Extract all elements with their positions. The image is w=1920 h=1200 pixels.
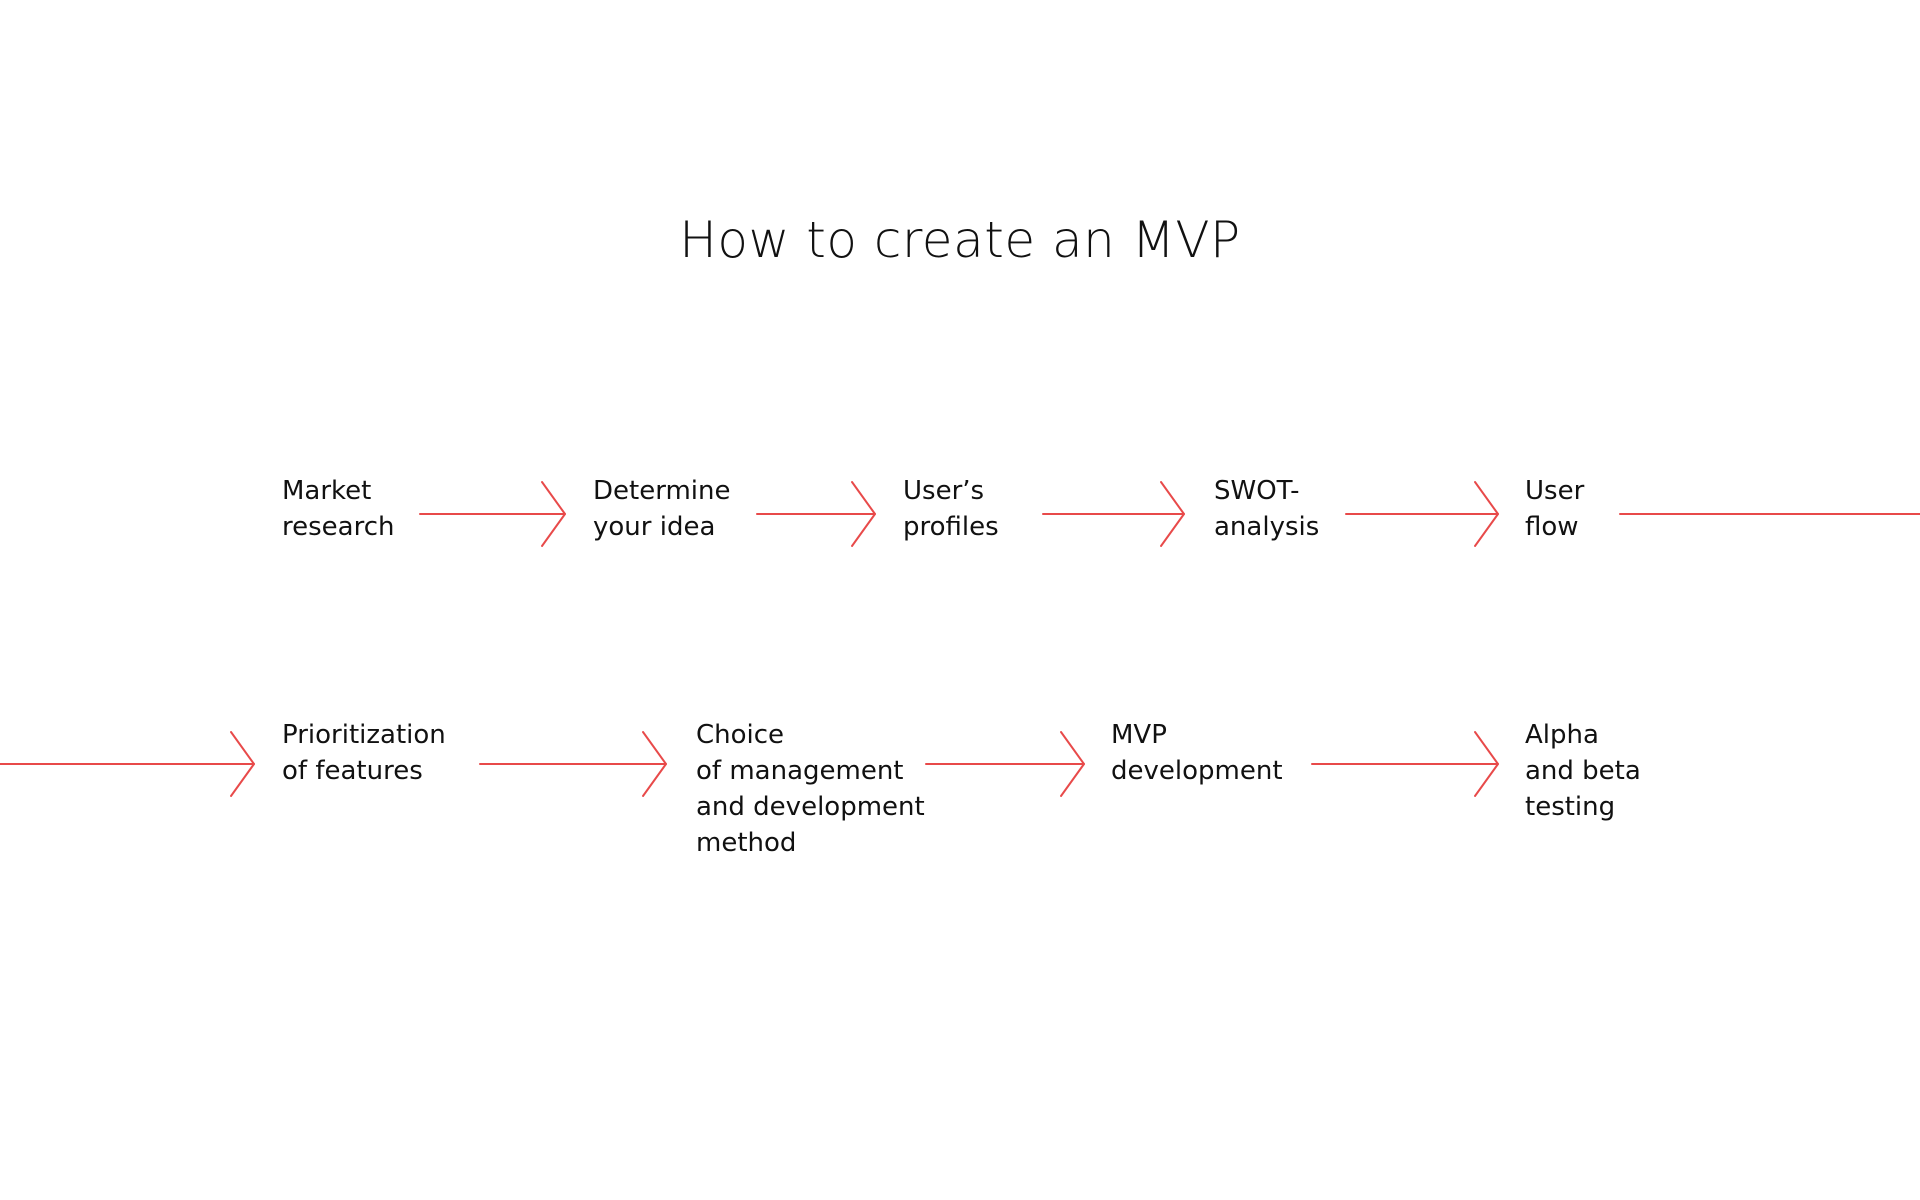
arrow-market-to-idea [419, 481, 566, 547]
step-label-line: method [696, 828, 797, 858]
step-mvp-development: MVP development [1111, 717, 1283, 789]
arrow-profiles-to-swot [1042, 481, 1185, 547]
step-label-line: testing [1525, 792, 1616, 822]
step-label-line: flow [1525, 512, 1579, 542]
step-users-profiles: User’s profiles [903, 473, 999, 545]
step-label-line: Prioritization [282, 720, 446, 750]
step-label-line: research [282, 512, 395, 542]
step-label-line: analysis [1214, 512, 1320, 542]
step-user-flow: User flow [1525, 473, 1584, 545]
step-label-line: of management [696, 756, 904, 786]
step-swot-analysis: SWOT- analysis [1214, 473, 1319, 545]
arrow-idea-to-profiles [756, 481, 876, 547]
step-label-line: profiles [903, 512, 999, 542]
arrow-mvp-to-testing [1311, 731, 1499, 797]
step-label-line: Choice [696, 720, 785, 750]
arrow-choice-to-mvp [925, 731, 1085, 797]
step-label-line: Determine [593, 476, 731, 506]
step-label-line: MVP [1111, 720, 1167, 750]
step-market-research: Market research [282, 473, 394, 545]
step-choice-of-method: Choice of management and development met… [696, 717, 925, 861]
step-alpha-beta-testing: Alpha and beta testing [1525, 717, 1641, 825]
step-label-line: Alpha [1525, 720, 1599, 750]
step-label-line: Market [282, 476, 372, 506]
step-label-line: your idea [593, 512, 716, 542]
step-label-line: of features [282, 756, 423, 786]
arrow-prioritization-to-choice [479, 731, 667, 797]
step-determine-idea: Determine your idea [593, 473, 730, 545]
diagram-title: How to create an MVP [679, 211, 1241, 269]
step-label-line: User’s [903, 476, 985, 506]
step-label-line: and development [696, 792, 925, 822]
arrow-swot-to-userflow [1345, 481, 1499, 547]
arrow-to-prioritization [0, 731, 255, 797]
step-label-line: SWOT- [1214, 476, 1300, 506]
step-prioritization: Prioritization of features [282, 717, 446, 789]
step-label-line: User [1525, 476, 1585, 506]
step-label-line: development [1111, 756, 1283, 786]
step-label-line: and beta [1525, 756, 1641, 786]
